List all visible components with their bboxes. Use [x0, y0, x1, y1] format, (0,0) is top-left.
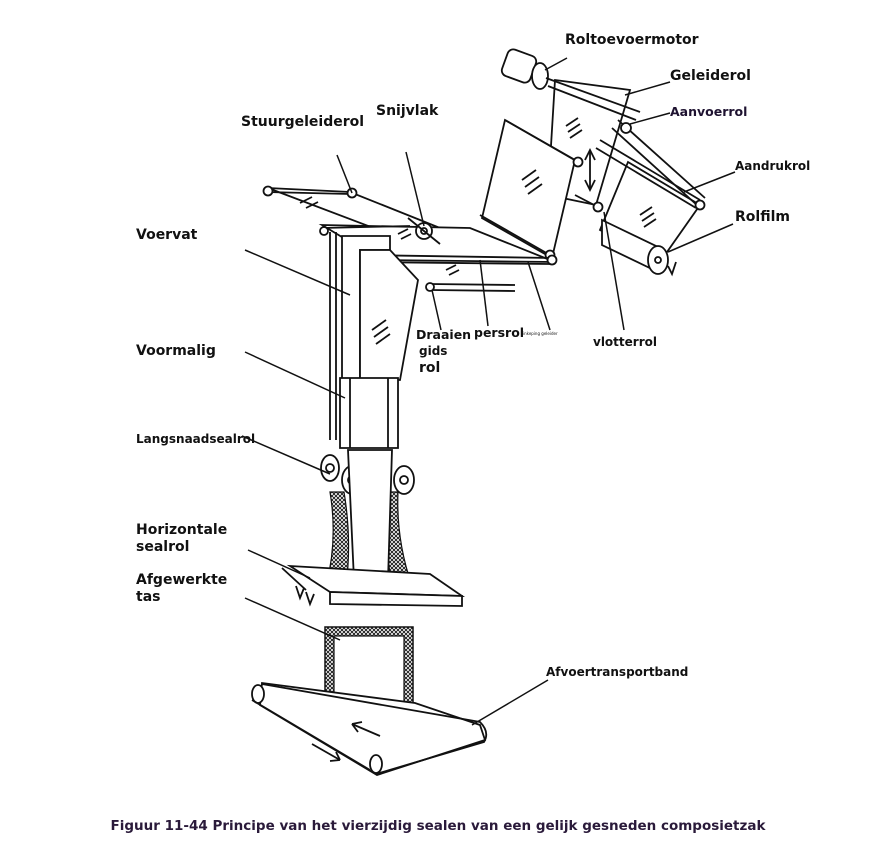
label-afvoertransportband: Afvoertransportband	[546, 665, 689, 679]
former-collar	[339, 377, 399, 449]
label-roltoevoermotor: Roltoevoermotor	[565, 32, 699, 48]
label-afgewerkte: Afgewerkte	[136, 572, 228, 588]
voervat-tube	[329, 232, 419, 440]
label-aanvoerrol: Aanvoerrol	[670, 104, 748, 119]
label-gids: gids	[419, 344, 448, 358]
label-rol: rol	[419, 360, 441, 376]
label-vlotterrol: vlotterrol	[593, 335, 657, 349]
label-draaien: Draaien	[416, 327, 472, 342]
label-snijvlak: Snijvlak	[376, 103, 439, 119]
label-persrol: persrol	[474, 325, 525, 340]
label-stuurgeleiderol: Stuurgeleiderol	[241, 114, 365, 130]
aandrukrol-part	[595, 139, 706, 211]
rolfilm-roll	[601, 218, 677, 277]
label-voormalig: Voormalig	[136, 343, 216, 359]
aanvoerrol-part	[611, 119, 706, 207]
bag-tube	[325, 449, 413, 587]
afvoertransportband-part	[251, 681, 488, 776]
guide-rods	[479, 119, 604, 261]
label-langsnaadsealrol: Langsnaadsealrol	[136, 432, 256, 446]
label-aandrukrol: Aandrukrol	[735, 159, 811, 173]
label-persrol-small: inkeping geleider	[523, 331, 558, 336]
figure-caption: Figuur 11-44 Principe van het vierzijdig…	[110, 818, 766, 834]
label-sealrol: sealrol	[136, 539, 190, 555]
horizontale-sealrol-part	[281, 564, 466, 607]
label-horizontale: Horizontale	[136, 522, 228, 538]
label-rolfilm: Rolfilm	[735, 209, 790, 225]
leader-lines	[241, 57, 736, 726]
label-tas: tas	[136, 589, 161, 605]
label-voervat: Voervat	[136, 227, 198, 243]
roltoevoermotor-part	[500, 48, 641, 121]
dancer-arrow	[584, 147, 596, 193]
label-geleiderol: Geleiderol	[670, 68, 751, 84]
